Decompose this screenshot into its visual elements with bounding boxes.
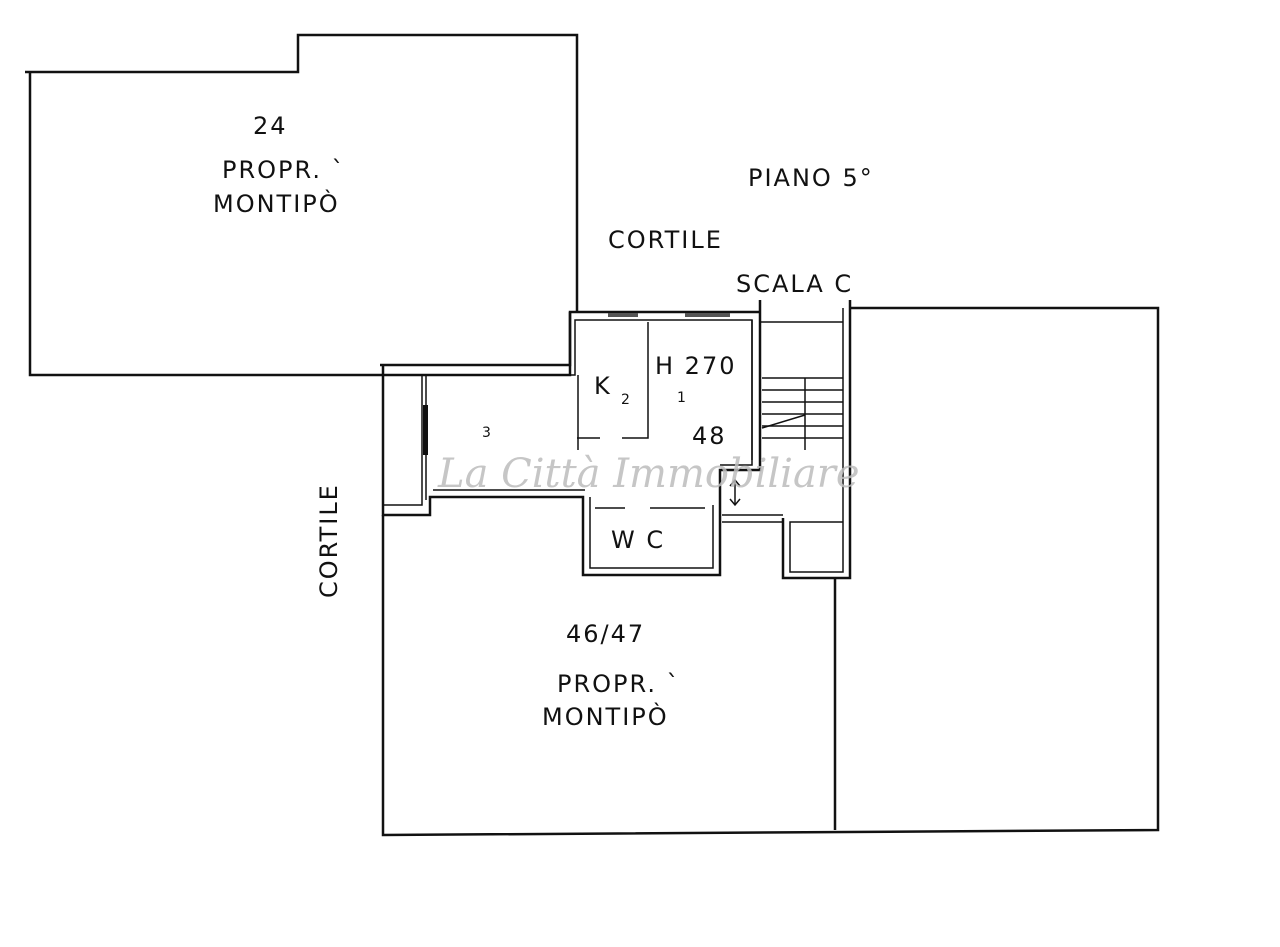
wc-label: W C [611,526,665,554]
kitchen-label: K [594,372,612,400]
unit-24-outline-lower [28,72,572,377]
unit-24-owner: PROPR. ` [222,156,346,184]
kitchen-sub-label: 2 [621,392,632,408]
unit-46-47-outline [381,306,1160,837]
stair-c [722,300,852,580]
height-label: H 270 [655,352,736,380]
unit-24-owner-name: MONTIPÒ [213,188,340,218]
unit-46-47-number: 46/47 [566,620,645,648]
unit-24-number: 24 [253,112,288,140]
room-3-label: 3 [482,425,493,441]
unit-24-outline [25,33,579,312]
courtyard-label-left: CORTILE [315,483,343,598]
unit-number: 48 [692,422,727,450]
watermark: La Città Immobiliare [437,451,860,497]
door-swing-arrow-icon [729,478,741,507]
stair-label: SCALA C [736,270,853,298]
floor-label: PIANO 5° [748,164,874,192]
unit-46-47-owner: PROPR. ` [557,670,681,698]
courtyard-label-top: CORTILE [608,226,723,254]
room-1-label: 1 [677,390,688,406]
unit-48-walls [380,300,762,577]
unit-46-47-owner-name: MONTIPÒ [542,701,669,731]
